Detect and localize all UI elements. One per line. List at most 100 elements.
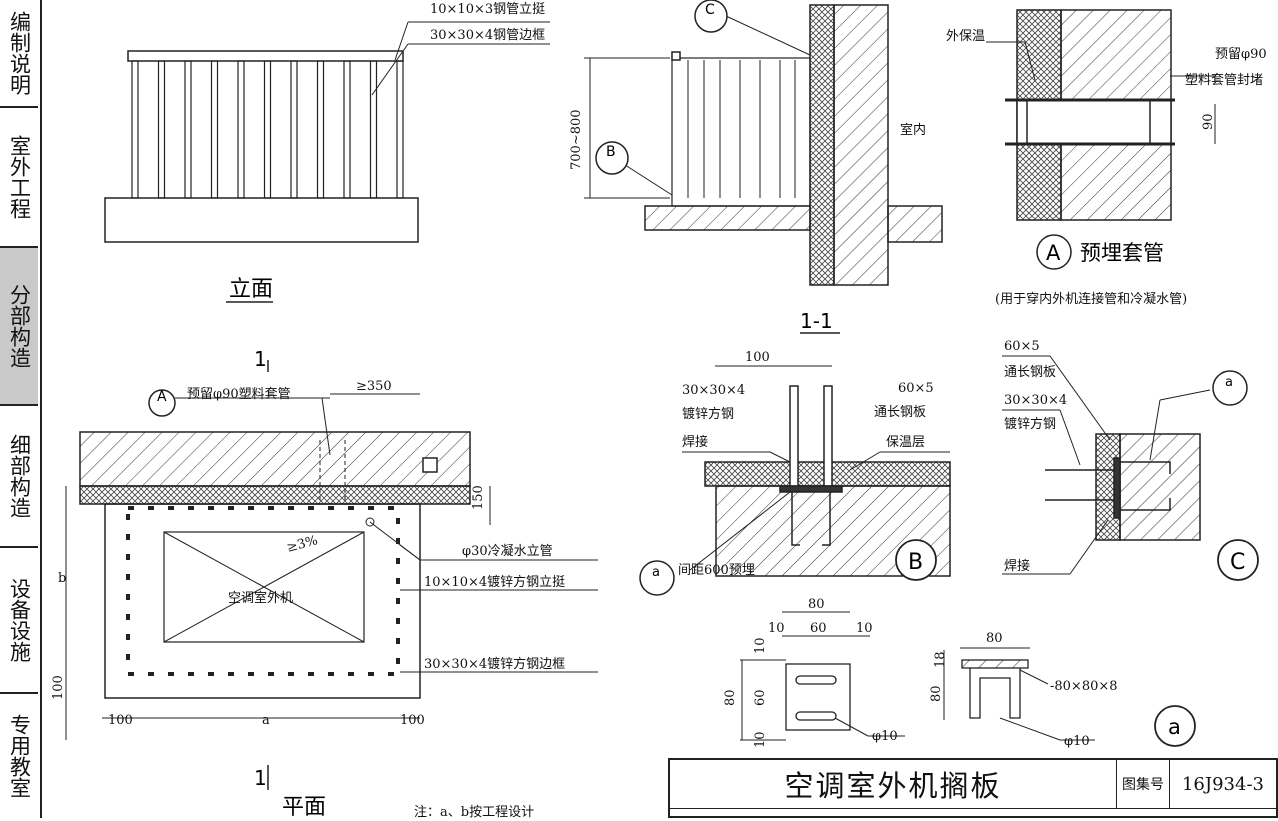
- plan-dim-100-bottom: 100: [51, 675, 66, 700]
- detail-b-tube-1: 30×30×4: [682, 383, 745, 398]
- detail-c-plate-1: 60×5: [1004, 339, 1040, 354]
- plan-unit-label: 空调室外机: [228, 590, 293, 606]
- detail-small-circle-label: a: [1168, 715, 1181, 739]
- plan-wall: [79, 431, 471, 487]
- elevation-rail-post: [237, 60, 245, 199]
- plan-sleeve-label: 预留φ90塑料套管: [187, 386, 291, 402]
- detail-small-dim-10-a: 10: [768, 621, 785, 636]
- elevation-rail-post: [316, 60, 325, 199]
- elevation-base: [104, 197, 419, 243]
- detail-small-dim-60: 60: [810, 621, 827, 636]
- detail-a-circle: [1036, 234, 1072, 270]
- elevation-rail-label: 10×10×3钢管立挺: [430, 2, 545, 17]
- detail-b-tube-2: 镀锌方钢: [682, 406, 734, 422]
- plan-insulation: [79, 485, 471, 505]
- detail-small-v60: 60: [753, 689, 768, 706]
- plan-frame-label: 30×30×4镀锌方钢边框: [424, 656, 565, 672]
- section-dim-height: 700~800: [569, 109, 584, 170]
- detail-a-caption: (用于穿内外机连接管和冷凝水管): [995, 291, 1187, 307]
- elevation-rail-post: [210, 60, 219, 199]
- detail-small-v18: 18: [933, 651, 948, 668]
- sidebar-item-outdoor-works[interactable]: 室外工程: [0, 108, 38, 248]
- detail-small-phi-2: φ10: [1064, 734, 1090, 749]
- title-block: 空调室外机搁板 图集号 16J934-3: [668, 758, 1278, 818]
- plan-section-mark-top: 1: [254, 347, 267, 371]
- plan-dim-350: ≥350: [356, 379, 392, 394]
- detail-small-v10-a: 10: [753, 637, 768, 654]
- sidebar-item-partial-construction[interactable]: 分部构造: [0, 248, 38, 406]
- plan-slab: [104, 503, 421, 699]
- detail-small-a: [740, 611, 1095, 741]
- detail-c-tube-2: 镀锌方钢: [1004, 416, 1056, 432]
- plan-callout-a-circle: [148, 389, 176, 417]
- plan-dim-150: 150: [471, 485, 486, 510]
- drawing-title: 空调室外机搁板: [670, 760, 1117, 808]
- plan-dim-100-left: 100: [108, 713, 133, 728]
- detail-a-sleeve-2: 塑料套管封堵: [1185, 72, 1263, 88]
- elevation-rail-post: [263, 60, 272, 199]
- sidebar-item-detail-construction[interactable]: 细部构造: [0, 406, 38, 548]
- plan-drain-label: φ30冷凝水立管: [462, 543, 553, 559]
- atlas-number-label: 图集号: [1117, 760, 1170, 808]
- detail-small-dim-80-b: 80: [986, 631, 1003, 646]
- detail-small-circle: [1154, 705, 1196, 747]
- plan-view: [65, 360, 598, 790]
- sidebar: 编制说明 室外工程 分部构造 细部构造 设备设施 专用教室: [0, 0, 42, 818]
- section-callout-c-circle: [694, 0, 728, 33]
- plan-slope: ≥3%: [285, 533, 319, 556]
- plan-unit-box: [163, 531, 365, 643]
- sidebar-item-label: 专用教室: [7, 714, 32, 798]
- drawing-canvas: 10×10×3钢管立挺 30×30×4钢管边框 立面 A 1 1 预留φ90塑料…: [51, 0, 1267, 818]
- detail-a-sleeve-1: 预留φ90: [1215, 47, 1267, 62]
- elevation-rail-post: [157, 60, 166, 199]
- section-indoor-label: 室内: [900, 122, 926, 138]
- plan-dim-100-right: 100: [400, 713, 425, 728]
- plan-post-label: 10×10×4镀锌方钢立挺: [424, 574, 565, 590]
- elevation-frame-label: 30×30×4钢管边框: [430, 28, 545, 43]
- detail-small-phi-1: φ10: [872, 729, 898, 744]
- section-callout-b-circle: [595, 141, 629, 175]
- detail-a-title: 预埋套管: [1080, 241, 1164, 265]
- detail-small-v80-b: 80: [929, 685, 944, 702]
- sidebar-item-compile-notes[interactable]: 编制说明: [0, 0, 38, 108]
- detail-a-dim-90: 90: [1201, 113, 1216, 130]
- detail-c: [1002, 355, 1211, 575]
- detail-b-insulation: 保温层: [886, 435, 925, 450]
- section-callout-b: B: [606, 144, 616, 160]
- section-1-1: [584, 4, 943, 286]
- detail-c-weld: 焊接: [1004, 558, 1030, 574]
- detail-c-circle-label: C: [1230, 550, 1245, 575]
- detail-b-callout-a-circle: [639, 560, 675, 596]
- detail-b-plate-1: 60×5: [898, 381, 934, 396]
- elevation-rail-post: [369, 60, 378, 199]
- section-title: 1-1: [800, 309, 833, 333]
- plan-dim-b: b: [58, 571, 66, 586]
- detail-b-circle-label: B: [908, 550, 923, 575]
- detail-small-plate: -80×80×8: [1050, 679, 1118, 694]
- elevation-top-frame: [127, 50, 404, 62]
- sidebar-item-special-classroom[interactable]: 专用教室: [0, 694, 38, 818]
- detail-b-callout-a: a: [652, 565, 660, 580]
- detail-a-insulation: 外保温: [946, 29, 985, 44]
- sidebar-item-label: 编制说明: [7, 11, 32, 95]
- plan-title: 平面: [282, 795, 326, 818]
- detail-c-tube-1: 30×30×4: [1004, 393, 1067, 408]
- elevation-rail-post: [290, 60, 298, 199]
- sidebar-item-equipment[interactable]: 设备设施: [0, 548, 38, 694]
- plan-note: 注：a、b按工程设计: [414, 805, 534, 818]
- title-block-footer: [670, 808, 1276, 821]
- elevation-rail-post: [396, 60, 404, 199]
- elevation-view: [104, 21, 550, 243]
- section-callout-c: C: [705, 2, 715, 18]
- detail-small-v80: 80: [723, 689, 738, 706]
- detail-small-dim-80-top: 80: [808, 597, 825, 612]
- sidebar-item-label: 细部构造: [7, 434, 32, 518]
- atlas-number: 16J934-3: [1181, 773, 1264, 795]
- sidebar-item-label: 分部构造: [7, 284, 32, 368]
- elevation-rail-post: [131, 60, 139, 199]
- detail-b-plate-2: 通长钢板: [874, 405, 926, 420]
- elevation-rail-post: [184, 60, 192, 199]
- detail-c-plate-2: 通长钢板: [1004, 365, 1056, 380]
- detail-small-v10-b: 10: [753, 731, 768, 748]
- detail-b-weld: 焊接: [682, 434, 708, 450]
